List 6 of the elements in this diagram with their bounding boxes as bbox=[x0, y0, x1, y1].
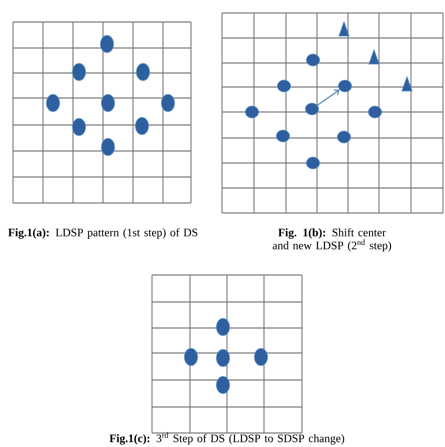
caption: Fig.1(a): LDSP pattern (1st step) of DS bbox=[8, 228, 198, 239]
caption: Fig.1(c): 3$^{rd}$ Step of DS (LDSP to SDSP change) bbox=[110, 432, 344, 445]
search-point bbox=[338, 80, 352, 92]
caption: Fig. 1(b): Shift center and new LDSP (2$^{nd}$ step) bbox=[272, 228, 392, 252]
arrow bbox=[316, 90, 340, 106]
search-point bbox=[305, 102, 319, 116]
